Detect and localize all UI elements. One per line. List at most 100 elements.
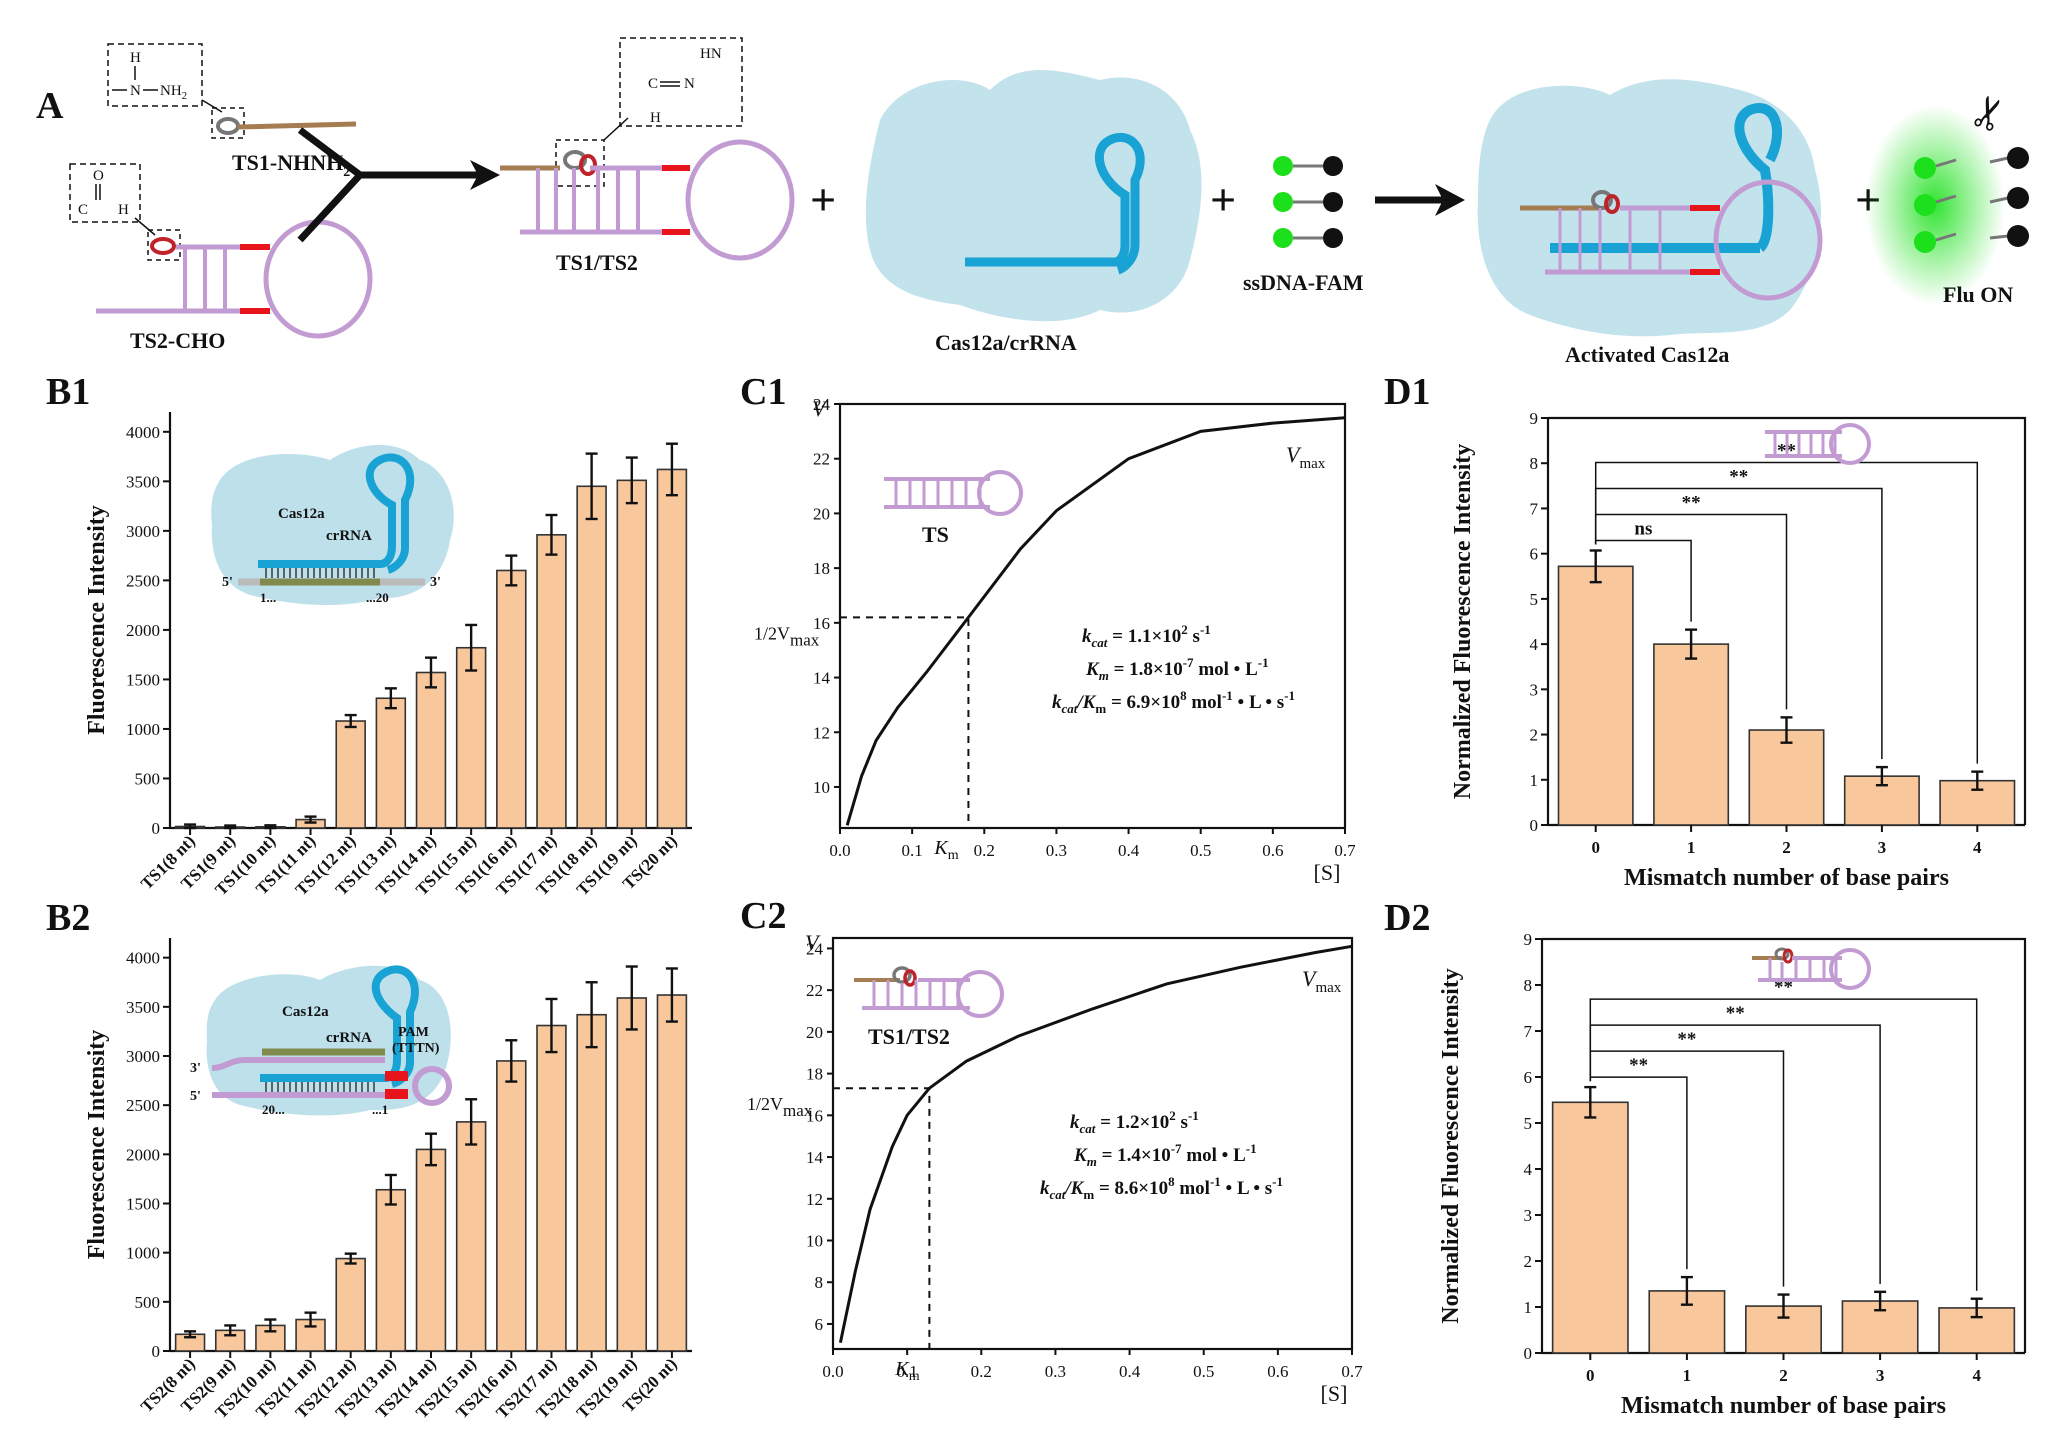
panel-label-d1: D1 xyxy=(1384,371,1430,413)
significance-label: ** xyxy=(1726,1003,1745,1024)
y-tick-label: 22 xyxy=(813,450,830,469)
km-sub: m xyxy=(909,1369,920,1384)
activated-label: Activated Cas12a xyxy=(1565,342,1729,367)
aldehyde-o: O xyxy=(93,168,104,184)
y-tick-label: 16 xyxy=(806,1106,823,1125)
x-tick-label: 0 xyxy=(1586,1366,1595,1385)
y-tick-label: 1 xyxy=(1530,771,1539,790)
linker-red xyxy=(150,237,176,255)
inset-label: 3' xyxy=(190,1061,201,1076)
y-tick-label: 6 xyxy=(1530,545,1539,564)
x-tick-label: 0.0 xyxy=(829,841,850,860)
output-label: Flu ON xyxy=(1943,282,2013,307)
y-tick-label: 3500 xyxy=(126,998,160,1017)
bar xyxy=(415,1148,447,1352)
bar xyxy=(375,697,407,829)
significance-label: ** xyxy=(1774,977,1793,998)
kinetic-parameter: Km = 1.8×10-7 mol • L-1 xyxy=(1085,655,1269,683)
bar xyxy=(415,671,447,829)
y-tick-label: 1 xyxy=(1524,1298,1533,1317)
bar xyxy=(1551,1101,1629,1354)
x-tick-label: 0.4 xyxy=(1119,1362,1141,1381)
y-tick-label: 22 xyxy=(806,981,823,1000)
reporter-group xyxy=(1273,156,1343,248)
michaelis-menten-curve xyxy=(845,416,1346,826)
y-tick-label: 16 xyxy=(813,614,830,633)
y-tick-label: 12 xyxy=(806,1190,823,1209)
y-tick-label: 500 xyxy=(135,1293,161,1312)
inset-label: crRNA xyxy=(326,528,372,544)
significance-label: ** xyxy=(1682,493,1701,514)
x-tick-label: 4 xyxy=(1973,838,1982,857)
linker-box xyxy=(211,107,245,139)
x-tick-label: 0.1 xyxy=(897,1362,918,1381)
inset-d1 xyxy=(1765,423,1871,465)
inset-label: Cas12a xyxy=(282,1004,329,1020)
inset-label: 5' xyxy=(222,575,233,590)
crrna xyxy=(965,132,1145,275)
bar xyxy=(375,1188,407,1352)
x-tick-label: 0.1 xyxy=(902,841,923,860)
x-tick-label: 1 xyxy=(1687,838,1696,857)
half-vmax-label: 1/2Vmax xyxy=(754,623,820,649)
inset-c2: TS1/TS2 xyxy=(854,966,1004,1049)
vmax-sub: max xyxy=(1299,456,1325,472)
km-sub: m xyxy=(948,848,959,863)
y-axis-label: Normalized Fluorescence Intensity xyxy=(1438,968,1464,1324)
kinetic-parameter: Km = 1.4×10-7 mol • L-1 xyxy=(1073,1141,1257,1169)
y-tick-label: 4000 xyxy=(126,949,160,968)
km-guide xyxy=(833,1087,931,1349)
cleaved-reporters xyxy=(1914,147,2029,253)
y-tick-label: 2000 xyxy=(126,621,160,640)
significance-label: ns xyxy=(1634,519,1652,540)
inset-label: crRNA xyxy=(326,1030,372,1046)
y-tick-label: 7 xyxy=(1524,1022,1533,1041)
y-tick-label: 0 xyxy=(1530,816,1539,835)
plus: + xyxy=(1210,174,1236,225)
y-tick-label: 20 xyxy=(806,1023,823,1042)
y-tick-label: 12 xyxy=(813,723,830,742)
y-tick-label: 3000 xyxy=(126,522,160,541)
y-tick-label: 1000 xyxy=(126,720,160,739)
y-tick-label: 2 xyxy=(1530,726,1539,745)
y-tick-label: 20 xyxy=(813,504,830,523)
y-tick-label: 10 xyxy=(813,778,830,797)
y-tick-label: 3 xyxy=(1530,680,1539,699)
inset-label: ...20 xyxy=(366,590,389,605)
hydrazone-c: C xyxy=(648,76,658,92)
y-tick-label: 500 xyxy=(135,769,161,788)
bar xyxy=(576,485,607,829)
bond xyxy=(201,99,223,113)
ts1-label: TS1-NHNH2 xyxy=(232,150,350,180)
axis-frame xyxy=(838,402,1347,830)
kinetic-parameter: kcat/Km = 8.6×108 mol-1 • L • s-1 xyxy=(1040,1174,1283,1202)
arrow-head xyxy=(1435,184,1465,216)
inset-d2 xyxy=(1752,947,1871,990)
linker-box xyxy=(555,139,605,187)
significance-bracket xyxy=(1589,998,1978,1291)
bar xyxy=(1748,729,1825,826)
vmax-label: Vmax xyxy=(1302,966,1342,996)
x-tick-label: 0 xyxy=(1591,838,1600,857)
y-tick-label: 7 xyxy=(1530,499,1539,518)
panel-label-b2: B2 xyxy=(46,897,90,939)
half-vmax-label: 1/2Vmax xyxy=(747,1094,813,1120)
x-tick-label: 0.7 xyxy=(1334,841,1356,860)
panel-label-c1: C1 xyxy=(740,371,786,413)
inset-label: Cas12a xyxy=(278,506,325,522)
y-tick-label: 14 xyxy=(813,669,831,688)
y-tick-label: 2000 xyxy=(126,1145,160,1164)
x-tick-label: 0.5 xyxy=(1190,841,1211,860)
x-tick-label: 3 xyxy=(1876,1366,1885,1385)
y-tick-label: 24 xyxy=(806,939,824,958)
axis-frame xyxy=(831,936,1354,1351)
bar xyxy=(536,1024,567,1352)
inset-label: 20... xyxy=(262,1102,285,1117)
inset-label: (TTTN) xyxy=(392,1041,440,1056)
x-tick-label: 2 xyxy=(1779,1366,1788,1385)
panel-label-b1: B1 xyxy=(46,371,90,413)
y-tick-label: 4 xyxy=(1524,1160,1533,1179)
